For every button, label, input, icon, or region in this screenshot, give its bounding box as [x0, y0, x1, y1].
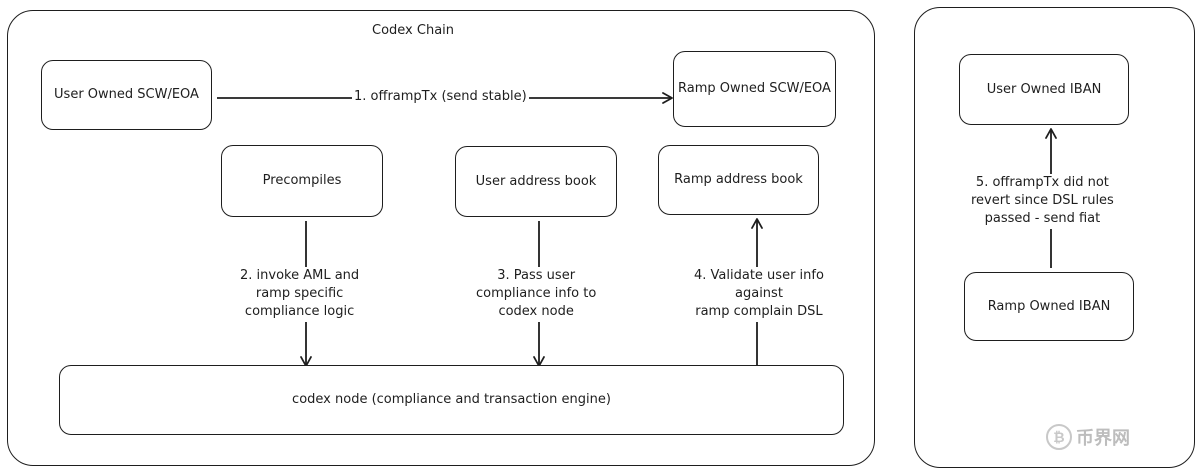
step3-line-3: codex node	[498, 304, 574, 320]
ramp-owned-scw-box: Ramp Owned SCW/EOA	[673, 51, 836, 127]
step5-line-3: passed - send fiat	[984, 211, 1101, 227]
watermark: ₿ 币界网	[1046, 424, 1130, 450]
watermark-text: 币界网	[1076, 428, 1130, 449]
step5-label: 5. offrampTx did not revert since DSL ru…	[969, 174, 1116, 229]
step4-line-1: 4. Validate user info	[694, 268, 824, 283]
step2-line-1: 2. invoke AML and	[240, 268, 360, 283]
codex-chain-title: Codex Chain	[372, 23, 455, 38]
user-owned-iban-box: User Owned IBAN	[959, 54, 1129, 125]
precompiles-box: Precompiles	[221, 145, 383, 217]
step5-line-1: 5. offrampTx did not	[975, 175, 1109, 190]
ramp-address-book-box: Ramp address book	[658, 145, 819, 215]
step4-label: 4. Validate user info against ramp compl…	[692, 267, 826, 322]
step4-line-3: ramp complain DSL	[695, 304, 823, 320]
user-address-book-box: User address book	[455, 146, 617, 217]
step2-line-2: ramp specific	[255, 286, 344, 302]
bitcoin-coin-icon: ₿	[1046, 424, 1072, 450]
step2-line-3: compliance logic	[244, 304, 355, 320]
step5-line-2: revert since DSL rules	[971, 193, 1114, 209]
step2-label: 2. invoke AML and ramp specific complian…	[238, 267, 362, 322]
ramp-owned-iban-box: Ramp Owned IBAN	[964, 272, 1134, 341]
step3-line-1: 3. Pass user	[497, 268, 576, 283]
step1-label: 1. offrampTx (send stable)	[352, 88, 529, 107]
step3-label: 3. Pass user compliance info to codex no…	[474, 267, 599, 322]
step3-line-2: compliance info to	[476, 286, 597, 302]
codex-node-box: codex node (compliance and transaction e…	[59, 365, 844, 435]
step4-line-2: against	[735, 286, 783, 302]
user-owned-scw-box: User Owned SCW/EOA	[41, 60, 212, 130]
